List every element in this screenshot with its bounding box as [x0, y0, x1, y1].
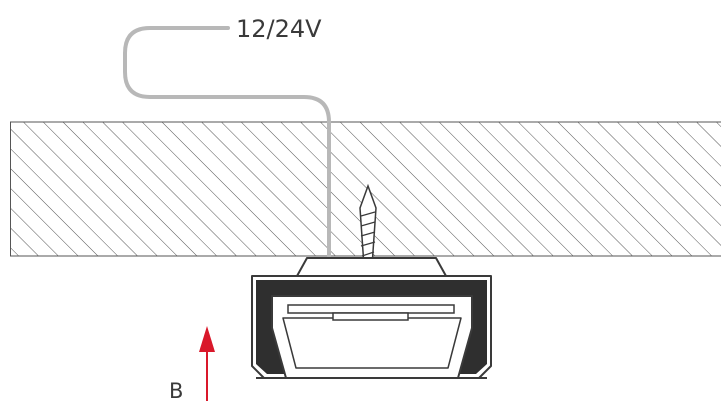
mounting-clip: [296, 257, 447, 277]
led-strip: [287, 304, 455, 314]
fixture-housing: [251, 275, 492, 379]
power-cable: [123, 26, 331, 306]
direction-label: B: [169, 379, 183, 401]
diffuser: [282, 317, 462, 369]
voltage-label: 12/24V: [236, 15, 322, 43]
led-chip: [332, 312, 409, 321]
direction-arrow-icon: [199, 326, 215, 401]
